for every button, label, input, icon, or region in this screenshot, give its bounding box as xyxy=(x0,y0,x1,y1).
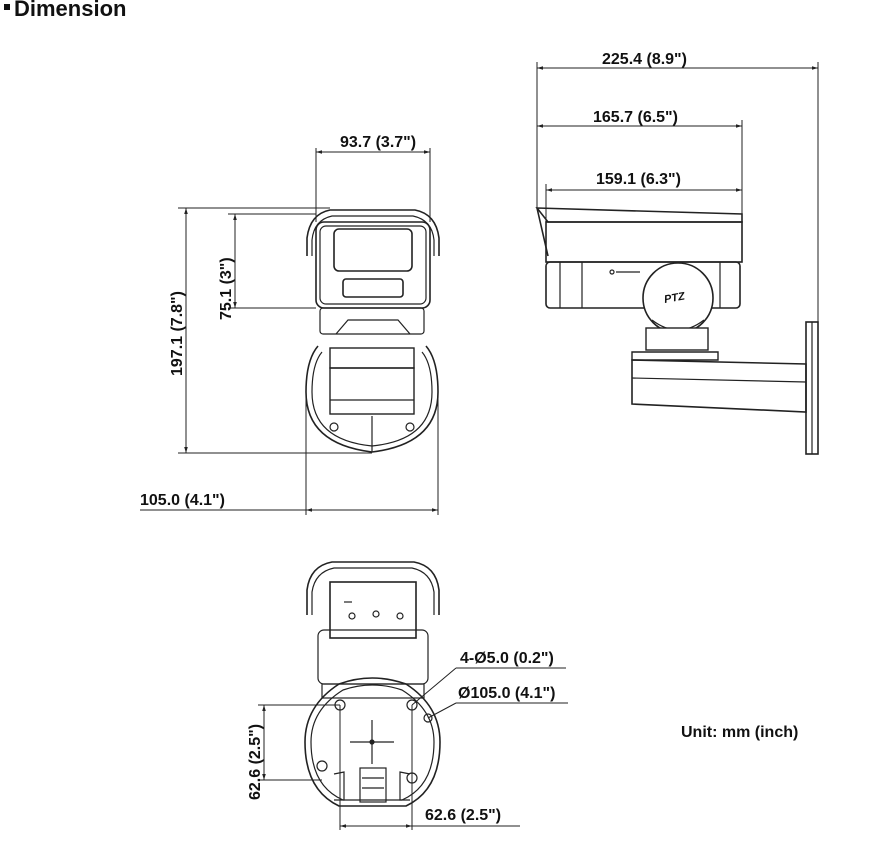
ptz-logo: PTZ xyxy=(663,290,687,306)
dim-front-housing-height: 75.1 (3") xyxy=(218,257,235,320)
bottom-dimension-lines xyxy=(258,667,568,830)
bottom-view xyxy=(304,561,441,807)
dim-front-height: 197.1 (7.8") xyxy=(169,291,186,376)
dim-front-width: 93.7 (3.7") xyxy=(340,134,416,151)
dim-side-housing: 165.7 (6.5") xyxy=(593,109,678,126)
dim-front-base-width: 105.0 (4.1") xyxy=(140,492,225,509)
dim-side-body: 159.1 (6.3") xyxy=(596,171,681,188)
section-title-text: Dimension xyxy=(14,0,127,21)
dim-side-total: 225.4 (8.9") xyxy=(602,51,687,68)
side-dimension-lines xyxy=(536,62,819,322)
bullet-icon xyxy=(4,4,10,11)
dim-bottom-diameter: Ø105.0 (4.1") xyxy=(458,685,555,702)
front-dimension-lines xyxy=(140,148,439,515)
dim-bottom-spacing-h: 62.6 (2.5") xyxy=(425,807,501,824)
front-view xyxy=(305,209,440,453)
unit-label: Unit: mm (inch) xyxy=(681,724,799,741)
side-view xyxy=(535,207,819,455)
dim-bottom-spacing-v: 62.6 (2.5") xyxy=(247,724,264,800)
dim-bottom-holes: 4-Ø5.0 (0.2") xyxy=(460,650,554,667)
section-title: Dimension xyxy=(4,0,126,22)
